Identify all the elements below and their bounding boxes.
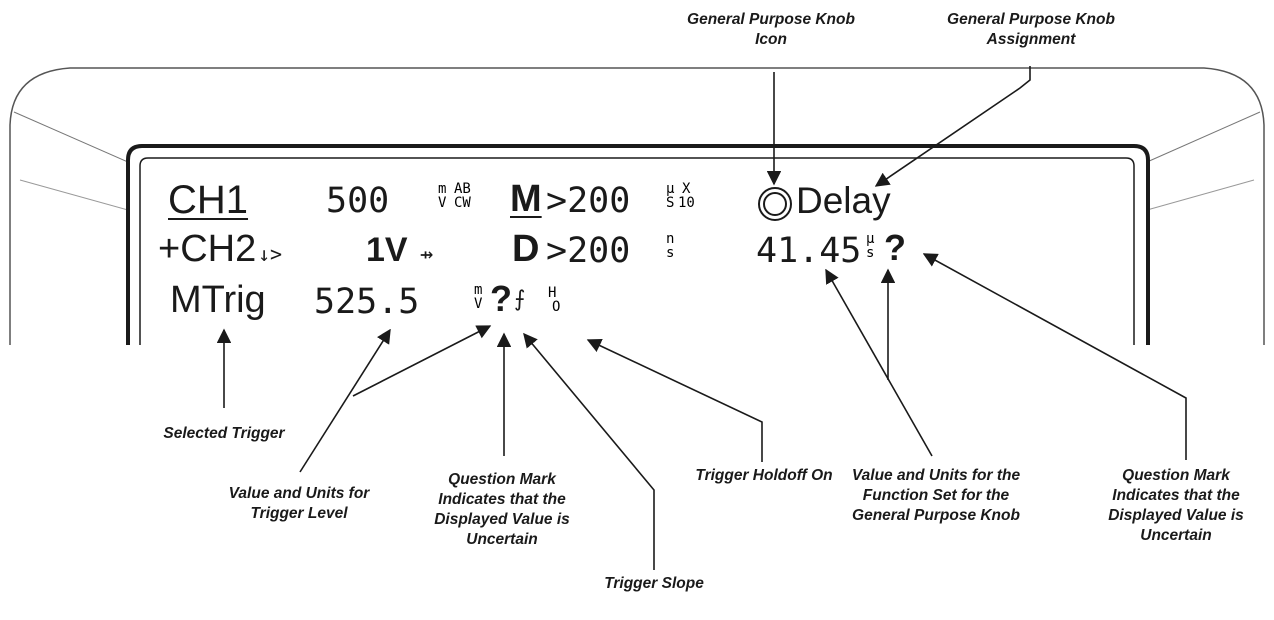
bezel-line-right — [1146, 111, 1261, 163]
trigger-holdoff-indicator: H O — [548, 285, 561, 315]
ch2-volts-div: 1V — [366, 231, 408, 269]
uncertain-marker-trigger: ? — [490, 278, 512, 319]
general-purpose-knob-icon — [758, 187, 792, 221]
bezel-line-right-2 — [1146, 179, 1255, 211]
callout-selected-trigger: Selected Trigger — [163, 425, 285, 442]
bezel-line-left — [13, 111, 129, 163]
trigger-slope-icon: ⨍ — [514, 287, 526, 312]
bandwidth-icon: ⇸ — [420, 242, 434, 267]
screen-border-inner — [139, 157, 1135, 345]
ch1-volts-div: 500 — [326, 181, 390, 221]
ch1-label: CH1 — [168, 178, 249, 222]
main-timebase-unit: μ S — [666, 181, 675, 211]
callout-knob-assignment: General Purpose Knob Assignment — [947, 11, 1115, 48]
screen-border — [126, 144, 1150, 345]
arrow-trigger-level-1 — [299, 328, 391, 473]
callout-trigger-holdoff: Trigger Holdoff On — [695, 467, 833, 484]
ch2-label: +CH2 — [158, 228, 257, 270]
delay-timebase-unit: n s — [666, 231, 675, 261]
callout-trigger-slope: Trigger Slope — [604, 575, 704, 592]
delay-timebase-value: >200 — [546, 231, 631, 271]
callout-knob-value: Value and Units for the Function Set for… — [851, 467, 1021, 524]
knob-value: 41.45 — [756, 231, 862, 271]
uncertain-marker-knob: ? — [884, 227, 906, 268]
arrow-knob-assignment — [874, 66, 1031, 187]
trigger-level-value: 525.5 — [314, 282, 420, 322]
knob-value-unit: μ s — [866, 231, 875, 261]
callout-uncertain-right: Question Mark Indicates that the Display… — [1108, 467, 1244, 544]
callout-trigger-level: Value and Units for Trigger Level — [228, 485, 370, 522]
arrow-knob-value-1 — [825, 268, 933, 457]
arrow-trigger-slope — [523, 332, 655, 570]
callout-uncertain-left: Question Mark Indicates that the Display… — [434, 471, 570, 548]
main-timebase-value: >200 — [546, 181, 631, 221]
knob-assignment: Delay — [796, 180, 891, 221]
main-timebase-prefix: M — [510, 178, 542, 220]
arrow-trigger-holdoff — [586, 339, 763, 462]
zoom-factor: X 10 — [678, 181, 695, 211]
trigger-level-unit: m V — [474, 282, 483, 312]
bezel-line-left-2 — [19, 179, 129, 211]
ch1-volts-unit: m V — [438, 181, 447, 211]
ch2-indicators: ↓> — [258, 242, 283, 266]
selected-trigger: MTrig — [170, 279, 266, 321]
outer-bezel — [9, 67, 1265, 345]
arrow-trigger-level-2 — [352, 325, 492, 397]
delay-timebase-prefix: D — [512, 228, 540, 270]
callout-knob-icon: General Purpose Knob Icon — [687, 11, 855, 48]
ch1-coupling: AB CW — [454, 181, 471, 211]
arrow-uncertain-right — [922, 253, 1187, 460]
